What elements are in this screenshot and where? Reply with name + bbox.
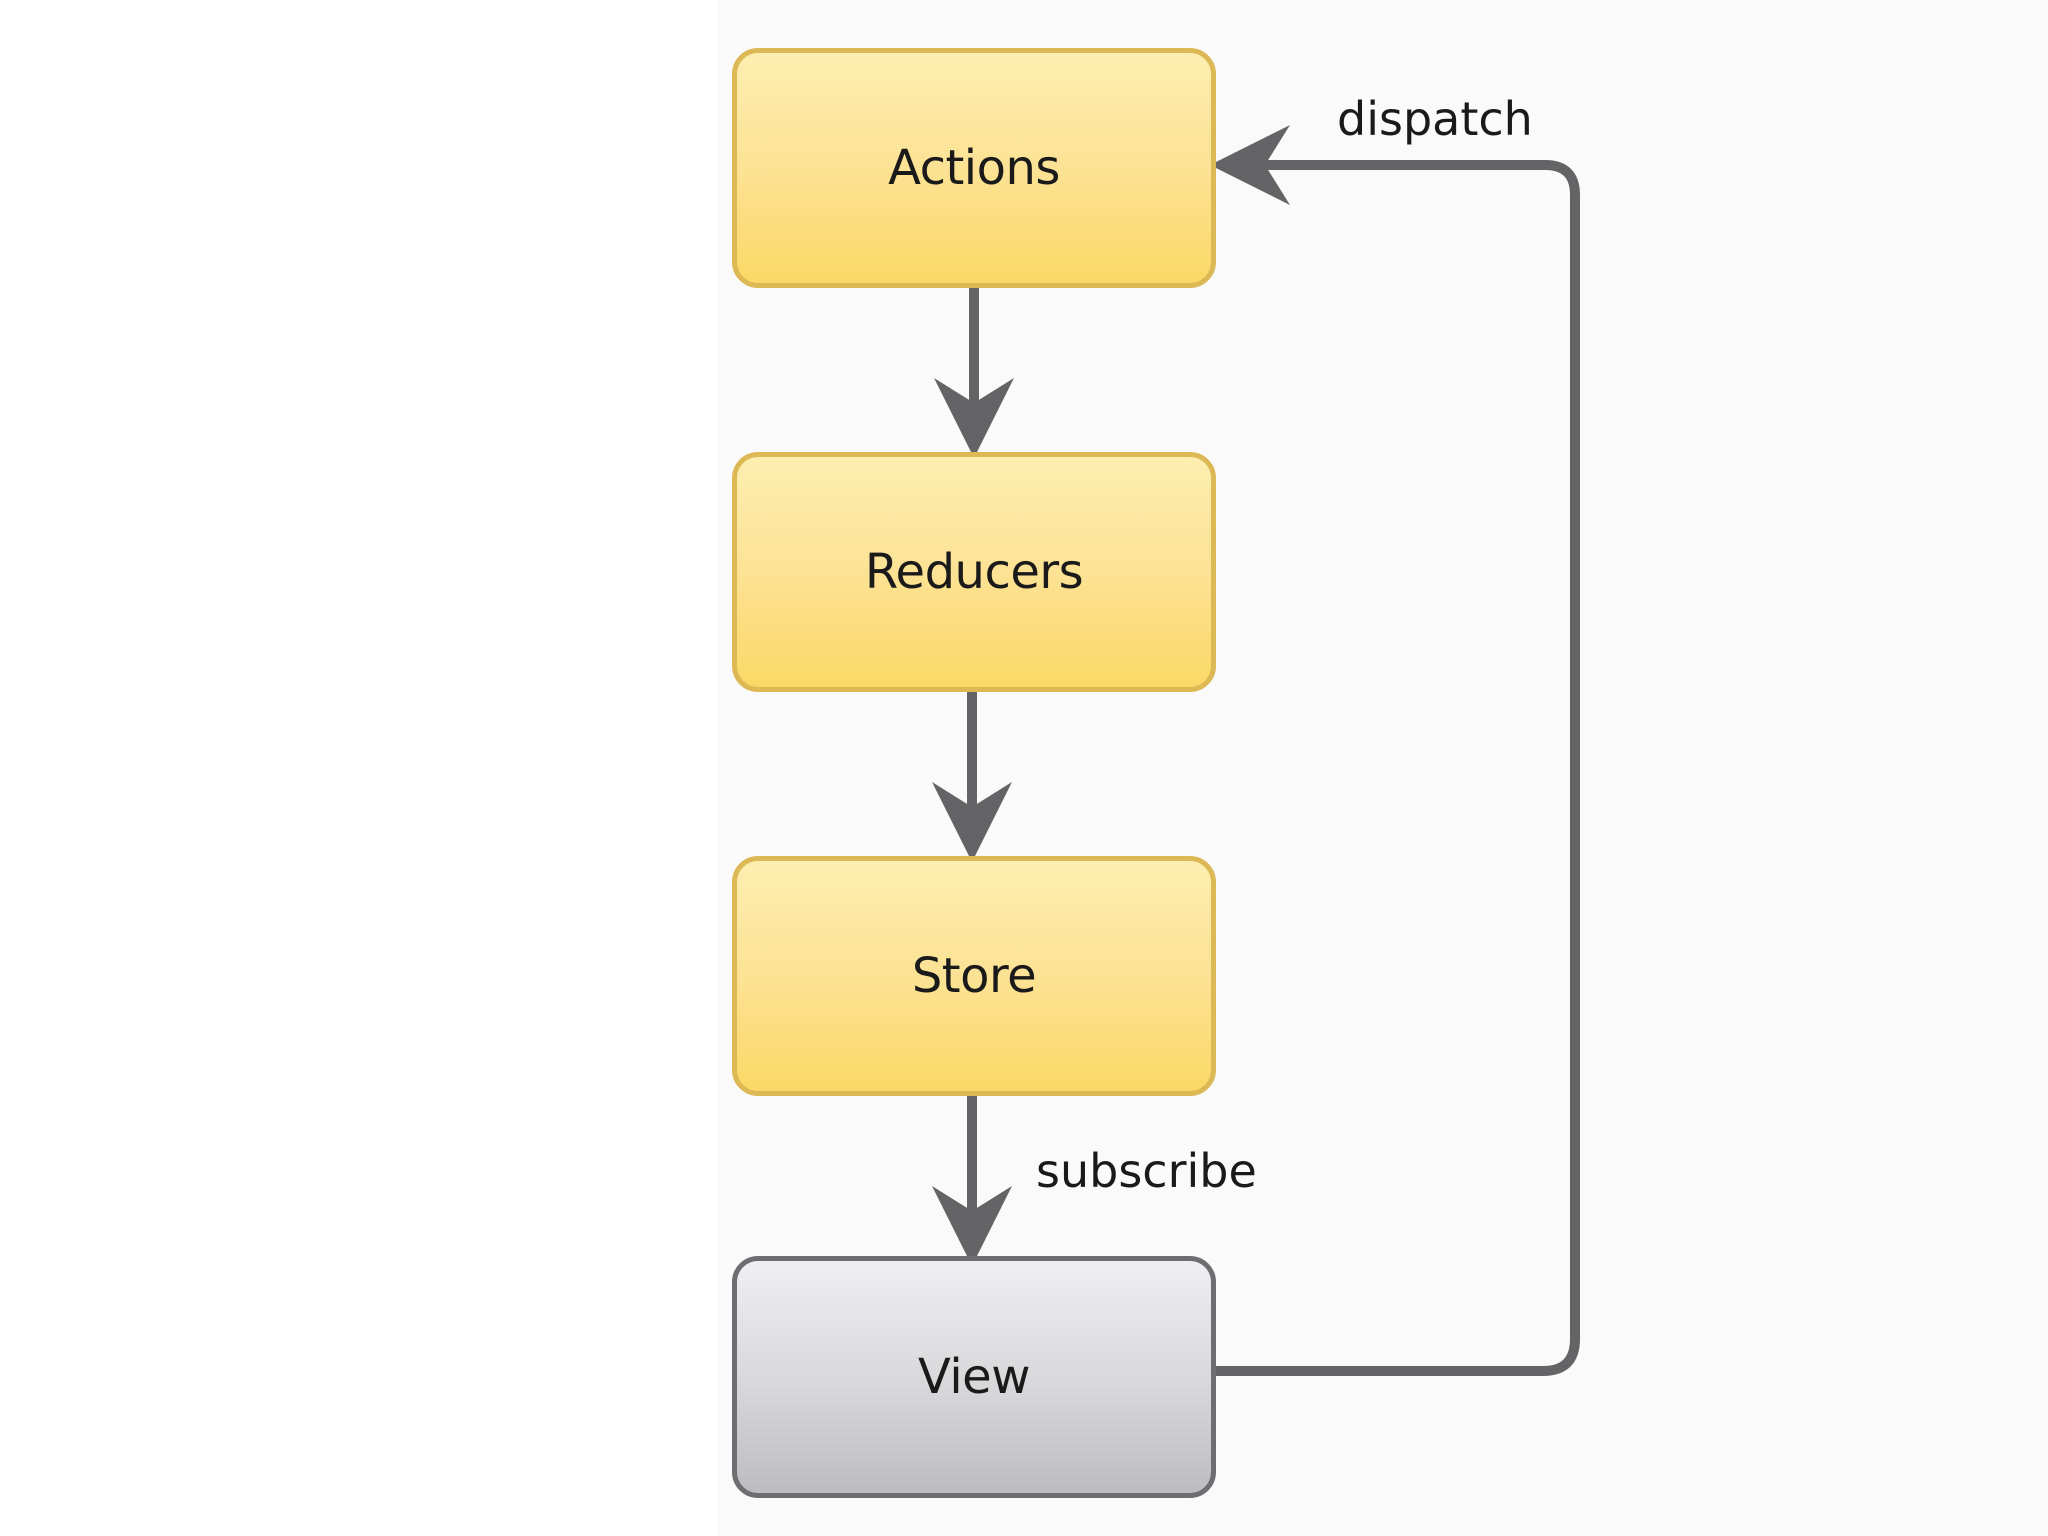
actions-node: Actions [732, 48, 1216, 288]
view-node: View [732, 1256, 1216, 1498]
store-label: Store [911, 948, 1037, 1004]
dispatch-label: dispatch [1337, 92, 1533, 146]
arrow-view-to-actions [1210, 125, 1580, 1376]
store-node: Store [732, 856, 1216, 1096]
view-label: View [918, 1349, 1030, 1405]
reducers-node: Reducers [732, 452, 1216, 692]
actions-label: Actions [888, 140, 1060, 196]
subscribe-label: subscribe [1036, 1144, 1257, 1198]
reducers-label: Reducers [864, 544, 1084, 600]
